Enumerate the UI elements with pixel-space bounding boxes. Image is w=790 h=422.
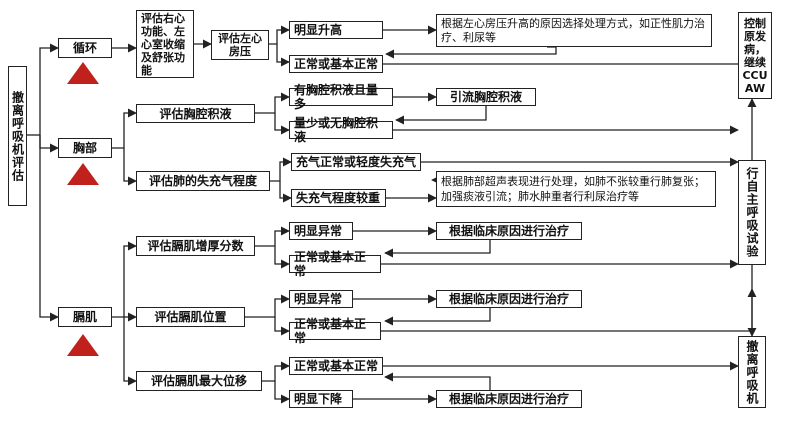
wire-pe-large xyxy=(255,92,290,114)
assess-left-atrial-pressure: 评估左心房压 xyxy=(211,30,269,60)
wire-exc-decline xyxy=(274,381,290,404)
position-abnormal: 明显异常 xyxy=(289,290,353,308)
pleural-effusion-large: 有胸腔积液且量多 xyxy=(289,83,393,111)
excursion-clinical-treatment: 根据临床原因进行治疗 xyxy=(436,390,582,408)
control-disease-continue-ccuaw: 控制原发病，继续CCUAW xyxy=(738,12,772,99)
wire-root-chest xyxy=(39,135,59,153)
thickening-abnormal: 明显异常 xyxy=(289,222,353,240)
wire-pos-normal xyxy=(274,317,290,336)
root-weaning-assessment: 撤离呼吸机评估 xyxy=(8,66,27,206)
excursion-decline: 明显下降 xyxy=(289,390,353,408)
wire-la-normal xyxy=(276,44,290,67)
wire-la-high xyxy=(269,25,290,45)
assess-right-heart: 评估右心功能、左心室收缩及舒张功能 xyxy=(136,10,194,78)
assess-diaphragm-thickening: 评估膈肌增厚分数 xyxy=(136,236,255,256)
assess-lung-aeration: 评估肺的失充气程度 xyxy=(136,171,270,191)
wire-root-circulation xyxy=(39,43,59,135)
assess-pleural-effusion: 评估胸腔积液 xyxy=(136,104,255,123)
pleural-effusion-small: 量少或无胸腔积液 xyxy=(289,116,393,144)
la-pressure-high: 明显升高 xyxy=(289,21,383,39)
lung-aeration-heavy: 失充气程度较重 xyxy=(291,189,386,207)
warning-triangle-icon xyxy=(67,62,99,84)
wire-root-diaphragm xyxy=(39,135,59,322)
wire-thick-back xyxy=(384,240,491,258)
wire-chest-pe xyxy=(112,108,137,149)
wire-lung-normal xyxy=(270,157,292,182)
wire-dia-exc xyxy=(123,317,137,386)
category-chest: 胸部 xyxy=(58,138,112,158)
excursion-normal: 正常或基本正常 xyxy=(289,357,383,375)
wire-chest-lung xyxy=(123,148,137,186)
wire-thick-normal xyxy=(274,246,290,269)
category-circulation: 循环 xyxy=(58,38,112,58)
drain-pleural-effusion: 引流胸腔积液 xyxy=(436,88,536,106)
warning-triangle-icon xyxy=(67,334,99,356)
lung-aeration-normal: 充气正常或轻度失充气 xyxy=(291,153,421,171)
wire-lung-heavy xyxy=(279,181,292,203)
category-diaphragm: 膈肌 xyxy=(58,307,112,327)
wire-pos-back xyxy=(384,308,491,326)
wean-from-ventilator: 撤离呼吸机 xyxy=(738,336,766,408)
assess-diaphragm-position: 评估膈肌位置 xyxy=(136,307,245,327)
wire-action-back xyxy=(385,46,557,59)
thickening-clinical-treatment: 根据临床原因进行治疗 xyxy=(436,222,582,240)
wire-exc-normal xyxy=(262,361,290,382)
wire-thick-abn xyxy=(255,226,290,247)
assess-diaphragm-excursion: 评估膈肌最大位移 xyxy=(136,371,262,391)
wire-pos-abn xyxy=(245,294,290,318)
la-pressure-normal: 正常或基本正常 xyxy=(289,55,383,73)
position-clinical-treatment: 根据临床原因进行治疗 xyxy=(436,290,582,308)
la-high-treatment: 根据左心房压升高的原因选择处理方式，如正性肌力治疗、利尿等 xyxy=(436,14,712,47)
wire-pe-small xyxy=(274,113,290,135)
wire-dia-thick xyxy=(112,241,137,318)
warning-triangle-icon xyxy=(67,163,99,185)
wire-exc-back xyxy=(384,372,491,390)
thickening-normal: 正常或基本正常 xyxy=(289,250,381,278)
wire-drain-back xyxy=(395,106,487,125)
wire-circ-normal-control xyxy=(383,46,757,65)
position-normal: 正常或基本正常 xyxy=(289,317,381,345)
spontaneous-breathing-trial: 行自主呼吸试验 xyxy=(738,160,766,265)
lung-ultrasound-treatment: 根据肺部超声表现进行处理，如肺不张较重行肺复张；加强痰液引流；肺水肿重者行利尿治… xyxy=(436,171,716,207)
